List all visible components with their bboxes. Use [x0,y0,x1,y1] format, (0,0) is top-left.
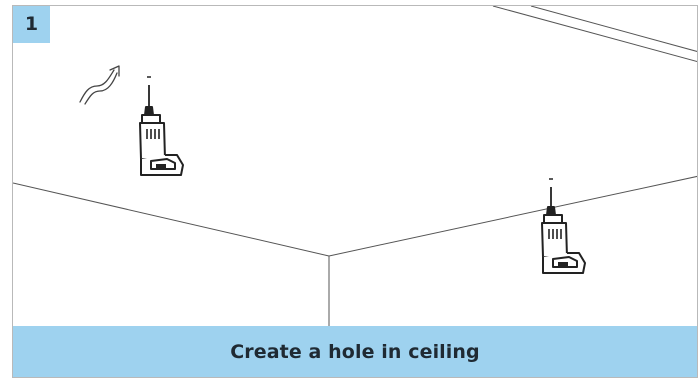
curved-arrow-icon [80,66,119,104]
ceiling-beam-top [493,6,698,62]
ceiling-beam-bottom [531,6,698,52]
caption-text: Create a hole in ceiling [230,341,480,363]
right-wall-edge [329,176,698,256]
ceiling-illustration [13,6,698,378]
room-lines [13,6,698,328]
drill-icon [140,77,183,175]
drill-icon [542,179,585,273]
left-wall-edge [13,183,329,256]
instruction-panel: 1 Create a hole in ceiling [12,5,698,378]
caption-bar: Create a hole in ceiling [13,326,697,377]
step-number-badge: 1 [13,6,50,43]
